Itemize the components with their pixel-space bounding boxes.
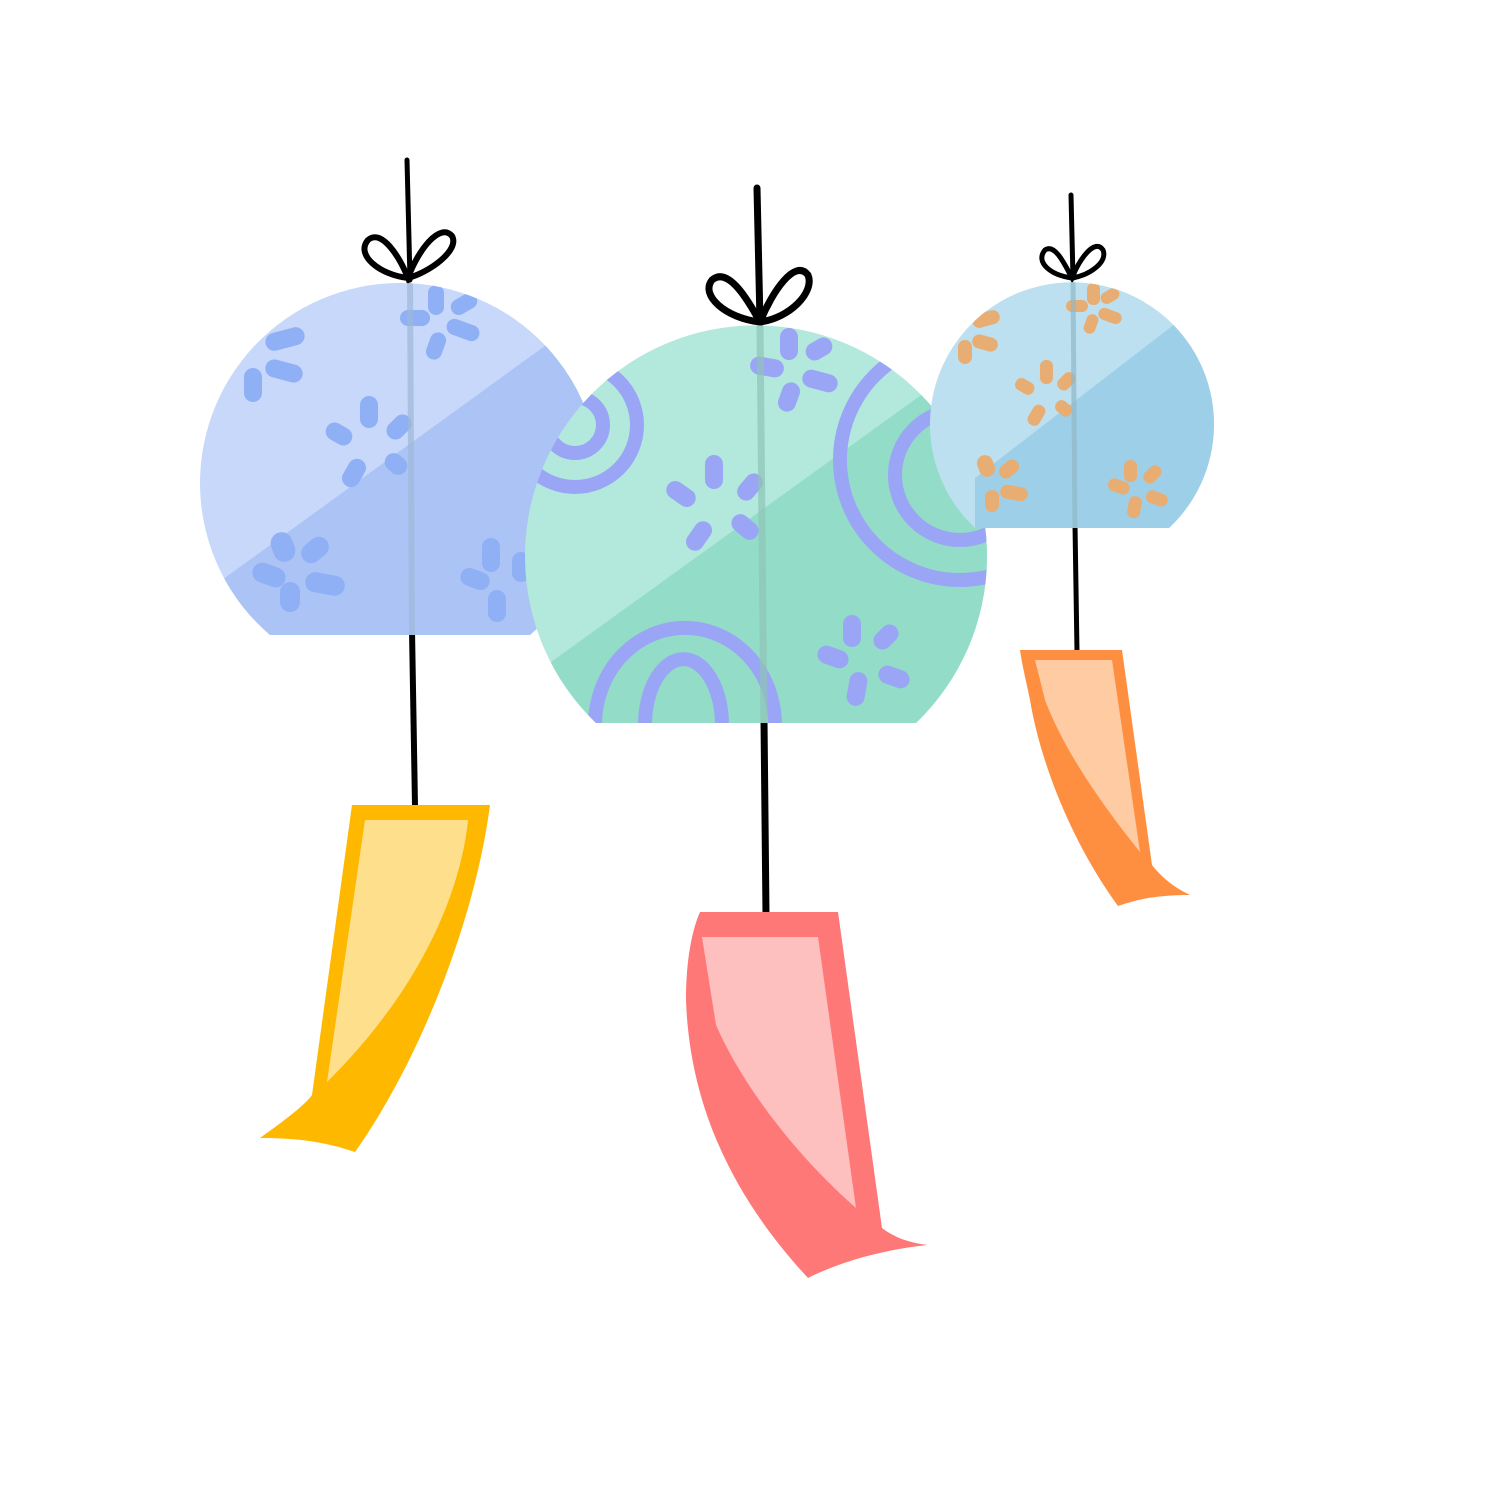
string-bottom (409, 627, 418, 809)
bell-dark (540, 385, 987, 723)
bow-knot (1039, 244, 1107, 284)
flower-pattern (666, 328, 910, 706)
string-bottom (1072, 522, 1080, 655)
ribbon-orange (1020, 650, 1190, 906)
string-top (404, 157, 413, 283)
flower-pattern (244, 285, 530, 622)
bell-dark (975, 320, 1214, 528)
chime-left (199, 157, 600, 1152)
string-bottom (760, 716, 770, 919)
bow-knot (361, 229, 457, 287)
string-top (753, 184, 764, 326)
chime-right (930, 192, 1214, 906)
string-top (1068, 192, 1076, 281)
bow-knot (705, 267, 813, 331)
ribbon-yellow (260, 805, 490, 1152)
ribbon-pink (686, 912, 928, 1278)
chime-center (525, 184, 987, 1278)
